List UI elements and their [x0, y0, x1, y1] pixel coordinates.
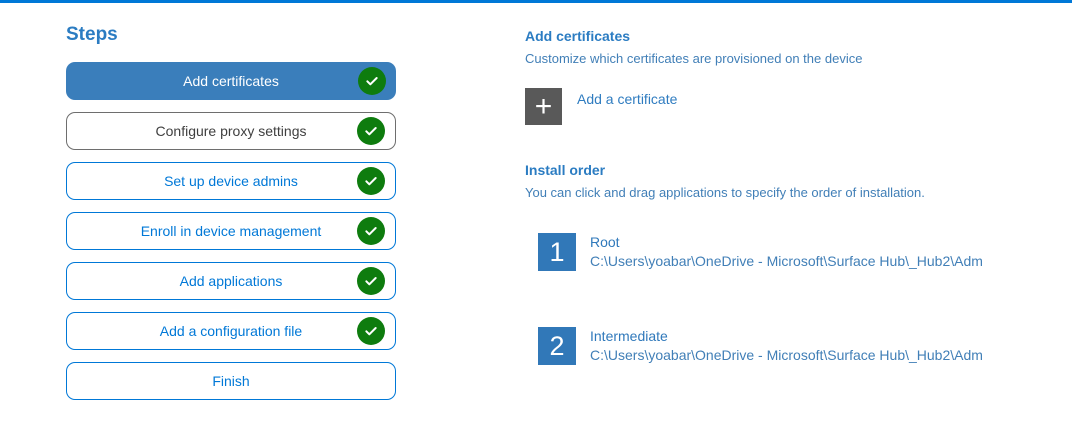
- check-icon: [357, 117, 385, 145]
- certificate-path: C:\Users\yoabar\OneDrive - Microsoft\Sur…: [590, 253, 983, 269]
- top-accent-bar: [0, 0, 1072, 3]
- install-order-subtitle: You can click and drag applications to s…: [525, 185, 925, 200]
- content-section-title: Add certificates: [525, 28, 631, 44]
- certificate-name: Intermediate: [590, 328, 668, 344]
- install-item-text: Root C:\Users\yoabar\OneDrive - Microsof…: [590, 233, 983, 271]
- certificate-name: Root: [590, 234, 620, 250]
- check-icon: [358, 67, 386, 95]
- steps-sidebar: Steps Add certificates Configure proxy s…: [66, 24, 396, 412]
- check-icon: [357, 217, 385, 245]
- step-finish[interactable]: Finish: [66, 362, 396, 400]
- step-label: Enroll in device management: [140, 223, 322, 239]
- certificate-path: C:\Users\yoabar\OneDrive - Microsoft\Sur…: [590, 347, 983, 363]
- step-label: Set up device admins: [164, 173, 298, 189]
- step-add-applications[interactable]: Add applications: [66, 262, 396, 300]
- step-label: Add certificates: [183, 73, 279, 89]
- install-order-item-root[interactable]: 1 Root C:\Users\yoabar\OneDrive - Micros…: [538, 233, 1070, 271]
- check-icon: [357, 167, 385, 195]
- step-label: Add applications: [179, 273, 283, 289]
- install-item-text: Intermediate C:\Users\yoabar\OneDrive - …: [590, 327, 983, 365]
- step-add-configuration-file[interactable]: Add a configuration file: [66, 312, 396, 350]
- step-label: Add a configuration file: [159, 323, 303, 339]
- step-content-panel: Add certificates Customize which certifi…: [525, 28, 1070, 365]
- order-number-badge: 1: [538, 233, 576, 271]
- step-label: Finish: [212, 373, 250, 389]
- step-set-up-device-admins[interactable]: Set up device admins: [66, 162, 396, 200]
- add-certificate-label: Add a certificate: [577, 91, 678, 107]
- step-label: Configure proxy settings: [155, 123, 307, 139]
- install-order-title: Install order: [525, 162, 606, 178]
- add-certificate-button[interactable]: + Add a certificate: [525, 88, 745, 125]
- step-configure-proxy-settings[interactable]: Configure proxy settings: [66, 112, 396, 150]
- content-section-subtitle: Customize which certificates are provisi…: [525, 51, 863, 66]
- step-add-certificates[interactable]: Add certificates: [66, 62, 396, 100]
- step-enroll-device-management[interactable]: Enroll in device management: [66, 212, 396, 250]
- plus-icon: +: [525, 88, 562, 125]
- check-icon: [357, 267, 385, 295]
- install-order-item-intermediate[interactable]: 2 Intermediate C:\Users\yoabar\OneDrive …: [538, 327, 1070, 365]
- order-number-badge: 2: [538, 327, 576, 365]
- steps-panel-title: Steps: [66, 24, 118, 45]
- check-icon: [357, 317, 385, 345]
